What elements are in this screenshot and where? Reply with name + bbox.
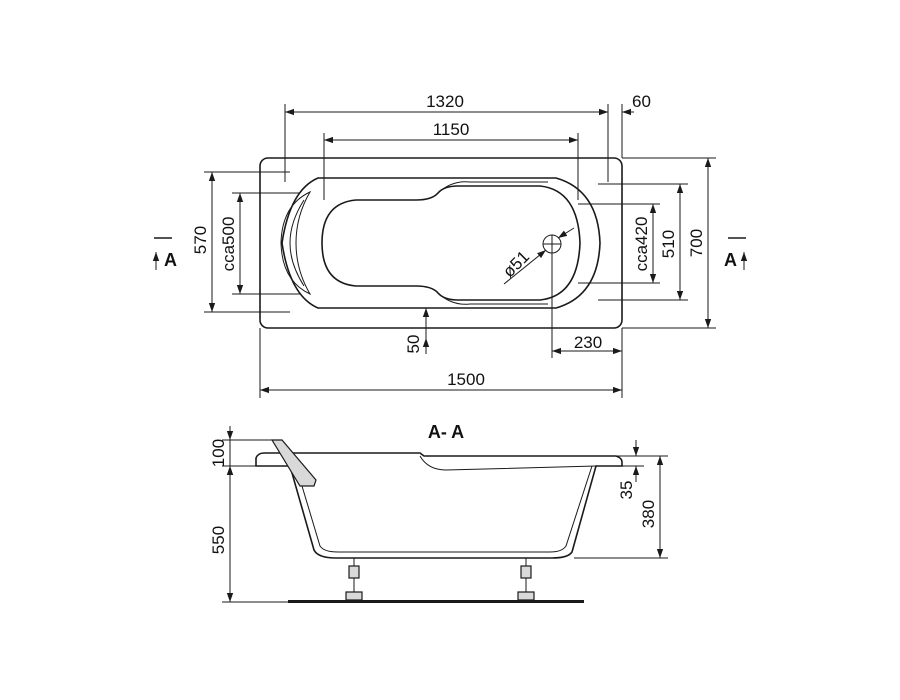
dim-60: 60 [632, 92, 651, 111]
tub-outer-rim [259, 157, 623, 329]
top-view: 1320 60 1150 570 cca500 cca420 510 [152, 92, 748, 398]
dim-cca420: cca420 [632, 217, 651, 272]
section-marker-left: A [152, 237, 177, 270]
dim-230: 230 [574, 333, 602, 352]
tub-section-body [255, 452, 623, 559]
basin-floor [321, 185, 581, 301]
floor-line [288, 600, 584, 603]
dim-50: 50 [404, 335, 423, 354]
dim-1320: 1320 [426, 92, 464, 111]
dim-diameter-51: ø51 [499, 247, 533, 281]
dim-100: 100 [209, 439, 228, 467]
dim-550: 550 [209, 526, 228, 554]
side-view-section: A- A 100 550 35 [209, 422, 668, 603]
dim-1500: 1500 [447, 370, 485, 389]
headrest-section [270, 439, 317, 487]
headrest-pad [280, 190, 312, 296]
dim-380: 380 [639, 500, 658, 528]
dim-570: 570 [191, 226, 210, 254]
dim-510: 510 [659, 230, 678, 258]
dim-35: 35 [617, 481, 636, 500]
svg-text:A: A [164, 250, 177, 270]
svg-text:A: A [724, 250, 737, 270]
dim-700: 700 [687, 229, 706, 257]
tub-inner-outline [281, 177, 601, 309]
tub-feet [345, 558, 535, 601]
dim-1150: 1150 [433, 120, 470, 139]
section-title: A- A [428, 422, 464, 442]
dim-cca500: cca500 [219, 217, 238, 272]
section-marker-right: A [724, 237, 748, 270]
